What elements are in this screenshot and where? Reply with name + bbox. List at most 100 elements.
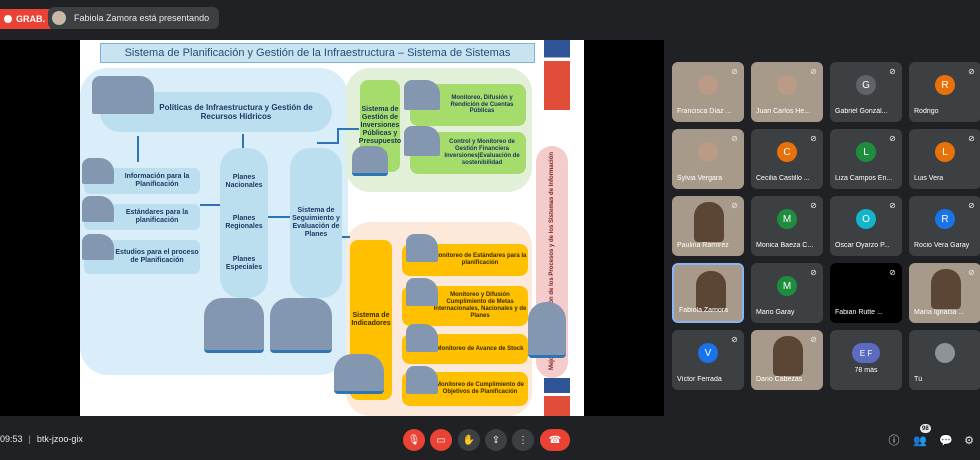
orange-doc-icon-2 (406, 278, 438, 306)
participant-name: Gabriel Gonzál... (835, 108, 888, 115)
connector-arrow (268, 216, 290, 218)
politicas-doc-icon (92, 76, 154, 114)
participant-tile[interactable]: L⊘Liza Campos En... (830, 129, 902, 189)
participant-tile[interactable]: ⊘ Sylvia Vergara (672, 129, 744, 189)
presenting-text: Fabiola Zamora está presentando (74, 13, 210, 23)
connector-arrow (337, 128, 339, 144)
participant-tile[interactable]: ⊘Francisca Díaz ... (672, 62, 744, 122)
more-options-button[interactable]: ⋮ (512, 429, 534, 451)
green-doc-icon-2 (404, 126, 440, 156)
mic-muted-icon: ⊘ (889, 268, 896, 277)
participant-name: Tú (914, 376, 923, 383)
participant-tile[interactable]: Tú (909, 330, 980, 390)
participant-name: Cecilia Castillo ... (756, 175, 810, 182)
orange-doc-icon-4 (406, 366, 438, 394)
participant-avatar: M (777, 209, 797, 229)
info-icon: ⓘ (888, 435, 900, 447)
people-count-badge: 98 (920, 424, 931, 433)
mejora-doc-icon (528, 302, 566, 358)
bottom-bar: 09:53|btk-jzoo-gix 🎙 ▭ ✋ ⇪ ⋮ ☎ ⓘ 👥 98 💬 … (0, 420, 980, 460)
mic-muted-icon: ⊘ (968, 201, 975, 210)
raise-hand-button[interactable]: ✋ (458, 429, 480, 451)
participant-name: Fabiola Zamora (679, 307, 729, 314)
camera-off-button[interactable]: ▭ (430, 429, 452, 451)
mic-muted-icon: ⊘ (968, 268, 975, 277)
plan-regionales: Planes Regionales (225, 214, 263, 230)
mic-muted-icon: ⊘ (968, 67, 975, 76)
mic-muted-icon: ⊘ (810, 134, 817, 143)
participant-tile[interactable]: Fabiola Zamora (672, 263, 744, 323)
participant-tile[interactable]: ⊘Dario Cabezas (751, 330, 823, 390)
mic-off-button[interactable]: 🎙 (403, 429, 425, 451)
participant-tile[interactable]: M⊘Mario Garay (751, 263, 823, 323)
participant-name: Fabian Rutte ... (835, 309, 883, 316)
recording-badge: GRAB. (0, 9, 53, 29)
hand-icon: ✋ (462, 434, 476, 446)
activities-icon: ⚙ (964, 434, 974, 447)
participant-avatar: E F (852, 343, 880, 363)
chat-icon: 💬 (939, 434, 953, 447)
mic-muted-icon: ⊘ (968, 134, 975, 143)
participant-tile[interactable]: R⊘Rodrigo (909, 62, 980, 122)
shared-screen: Sistema de Planificación y Gestión de la… (0, 40, 664, 416)
people-icon: 👥 (913, 434, 927, 447)
orange-item-2: Monitoreo y Difusión Cumplimiento de Met… (402, 286, 528, 326)
participant-name: María Ignacia ... (914, 309, 965, 316)
participant-name: Mario Garay (756, 309, 795, 316)
people-button[interactable]: 👥 (913, 433, 927, 447)
planes-column: Planes Nacionales Planes Regionales Plan… (220, 148, 268, 298)
present-icon: ⇪ (491, 434, 501, 446)
flag-decoration-bottom (544, 378, 570, 416)
participant-tile[interactable]: G⊘Gabriel Gonzál... (830, 62, 902, 122)
green-doc-icon-1 (404, 80, 440, 110)
recording-label: GRAB. (16, 14, 45, 24)
orange-doc-icon-3 (406, 324, 438, 352)
participant-tile[interactable]: R ⊘ Rocio Vera Garay (909, 196, 980, 256)
connector-arrow (317, 142, 337, 144)
participant-video (773, 336, 803, 376)
participant-name: Monica Baeza C... (756, 242, 814, 249)
participant-name: Rocio Vera Garay (914, 242, 970, 249)
participant-photo (777, 75, 797, 95)
participant-tile[interactable]: ⊘ Fabian Rutte ... (830, 263, 902, 323)
meeting-details-button[interactable]: ⓘ (887, 433, 901, 447)
participant-name: Víctor Ferrada (677, 376, 722, 383)
left-doc-icon-1 (82, 158, 114, 184)
leave-call-button[interactable]: ☎ (540, 429, 570, 451)
participant-tile[interactable]: ⊘ María Ignacia ... (909, 263, 980, 323)
slide-title: Sistema de Planificación y Gestión de la… (100, 43, 535, 63)
connector-arrow (137, 136, 139, 162)
flag-decoration-top (544, 40, 570, 110)
participant-avatar: O (856, 209, 876, 229)
planes-doc-icon (204, 298, 264, 353)
participant-video (696, 271, 726, 311)
chat-button[interactable]: 💬 (939, 433, 953, 447)
participant-name: Sylvia Vergara (677, 175, 723, 182)
participant-photo (935, 343, 955, 363)
mic-off-icon: 🎙 (407, 434, 421, 446)
participant-tile[interactable]: V⊘Víctor Ferrada (672, 330, 744, 390)
top-bar: GRAB. Fabiola Zamora está presentando (0, 0, 980, 36)
participant-avatar: R (935, 209, 955, 229)
participant-avatar: R (935, 75, 955, 95)
participant-name: Juan Carlos He... (756, 108, 811, 115)
participant-tile[interactable]: ⊘Juan Carlos He... (751, 62, 823, 122)
mic-muted-icon: ⊘ (731, 134, 738, 143)
participant-photo (698, 75, 718, 95)
participant-name: Oscar Oyarzo P... (835, 242, 890, 249)
participant-tile[interactable]: C⊘Cecilia Castillo ... (751, 129, 823, 189)
participant-tile[interactable]: L⊘Luis Vera (909, 129, 980, 189)
hangup-icon: ☎ (548, 434, 562, 446)
participant-avatar: G (856, 75, 876, 95)
plan-nacionales: Planes Nacionales (225, 174, 263, 190)
orange-doc-icon-1 (406, 234, 438, 262)
participant-tile[interactable]: ⊘Paulina Ramírez (672, 196, 744, 256)
presenting-chip[interactable]: Fabiola Zamora está presentando (48, 7, 220, 29)
participant-tile[interactable]: M⊘Monica Baeza C... (751, 196, 823, 256)
mic-muted-icon: ⊘ (810, 335, 817, 344)
participant-tile[interactable]: O⊘Oscar Oyarzo P... (830, 196, 902, 256)
present-button[interactable]: ⇪ (485, 429, 507, 451)
participant-avatar: L (935, 142, 955, 162)
activities-button[interactable]: ⚙ (962, 433, 976, 447)
